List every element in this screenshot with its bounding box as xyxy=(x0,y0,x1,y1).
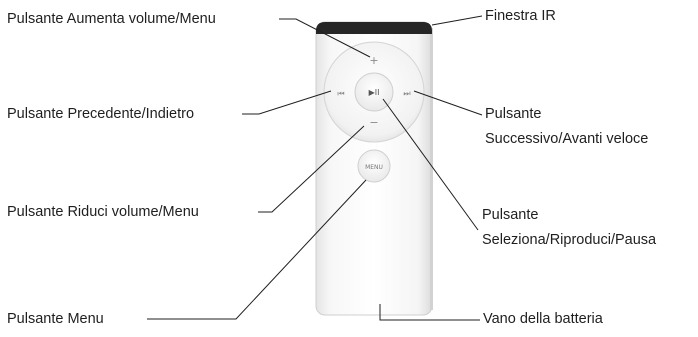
play-pause-icon: ▶II xyxy=(369,88,380,97)
leader-battery xyxy=(379,304,480,321)
leader-previous xyxy=(242,90,332,115)
label-ir-window: Finestra IR xyxy=(485,8,556,24)
label-volume-down-menu: Pulsante Riduci volume/Menu xyxy=(7,204,199,220)
leader-select xyxy=(382,98,479,231)
plus-icon: + xyxy=(369,54,378,67)
label-select-line1: Pulsante xyxy=(482,207,539,223)
label-battery: Vano della batteria xyxy=(483,311,603,327)
label-select-line2: Seleziona/Riproduci/Pausa xyxy=(482,232,657,248)
next-icon: ⏭ xyxy=(403,89,410,98)
label-next-line1: Pulsante xyxy=(485,106,542,122)
minus-icon: − xyxy=(369,116,378,129)
previous-icon: ⏮ xyxy=(337,89,344,98)
center-button[interactable] xyxy=(354,72,394,112)
leader-menu xyxy=(147,179,367,320)
leader-volume-down xyxy=(258,125,365,213)
label-volume-up-menu: Pulsante Aumenta volume/Menu xyxy=(7,11,216,27)
leader-next xyxy=(413,90,483,116)
leader-volume-up xyxy=(279,18,371,58)
menu-button-label: MENU xyxy=(365,164,383,171)
menu-button[interactable] xyxy=(357,149,391,183)
leader-lines xyxy=(147,15,483,321)
ir-window xyxy=(316,22,432,34)
label-menu: Pulsante Menu xyxy=(7,311,104,327)
label-next-line2: Successivo/Avanti veloce xyxy=(485,131,649,147)
label-previous-rewind: Pulsante Precedente/Indietro xyxy=(7,106,195,122)
leader-ir xyxy=(431,15,483,26)
